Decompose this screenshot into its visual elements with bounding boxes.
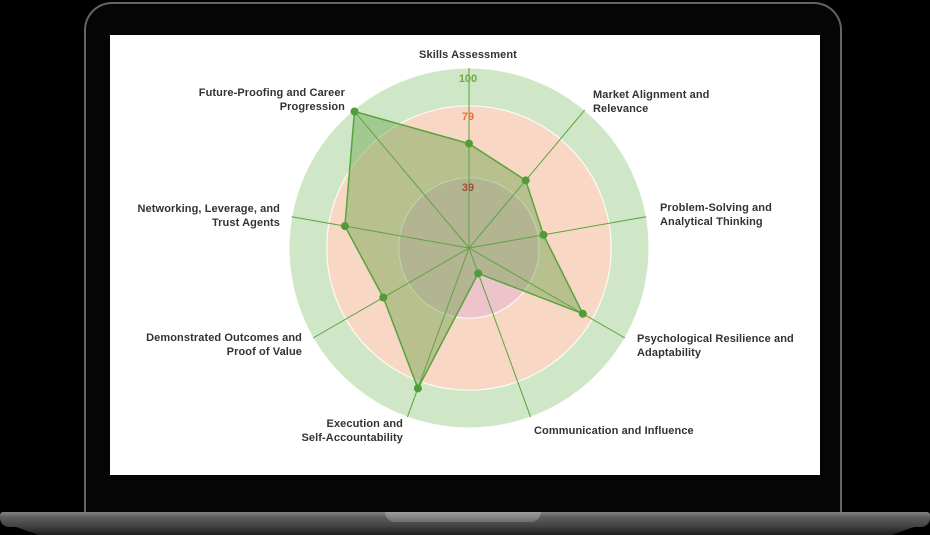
ring-tick-39: 39 <box>461 182 475 194</box>
ring-tick-79: 79 <box>461 111 475 123</box>
axis-label-networking: Networking, Leverage, and Trust Agents <box>137 203 280 229</box>
data-point-dot-7 <box>340 222 349 231</box>
data-point-dot-4 <box>474 269 483 278</box>
data-point-dot-2 <box>539 230 548 239</box>
axis-label-psychological-resilience: Psychological Resilience and Adaptabilit… <box>637 333 794 359</box>
ring-tick-100: 100 <box>458 73 478 85</box>
data-point-dot-0 <box>465 139 473 148</box>
data-point-dot-8 <box>350 107 359 116</box>
radar-chart: Skills Assessment Market Alignment and R… <box>110 35 820 475</box>
axis-label-market-alignment: Market Alignment and Relevance <box>593 89 710 115</box>
data-point-dot-3 <box>578 309 587 318</box>
axis-spoke-2 <box>468 216 647 249</box>
axis-label-communication: Communication and Influence <box>534 425 694 437</box>
axis-label-demonstrated-outcomes: Demonstrated Outcomes and Proof of Value <box>146 332 302 358</box>
axis-label-problem-solving: Problem-Solving and Analytical Thinking <box>660 202 772 228</box>
radar-chart-svg <box>288 67 650 429</box>
laptop-base-shadow <box>16 527 914 535</box>
data-point-dot-1 <box>521 176 530 185</box>
laptop-base <box>0 512 930 527</box>
laptop-screen: Skills Assessment Market Alignment and R… <box>110 35 820 475</box>
data-point-dot-6 <box>379 293 388 302</box>
axis-spoke-3 <box>468 247 626 339</box>
axis-label-future-proofing: Future-Proofing and Career Progression <box>198 87 345 113</box>
laptop-base-notch <box>385 512 541 522</box>
data-point-dot-5 <box>413 384 422 393</box>
axis-spoke-7 <box>291 216 470 249</box>
axis-label-execution: Execution and Self-Accountability <box>301 418 403 444</box>
axis-label-skills-assessment: Skills Assessment <box>419 49 517 61</box>
axis-spoke-8 <box>352 109 470 249</box>
axis-spoke-6 <box>312 247 470 339</box>
